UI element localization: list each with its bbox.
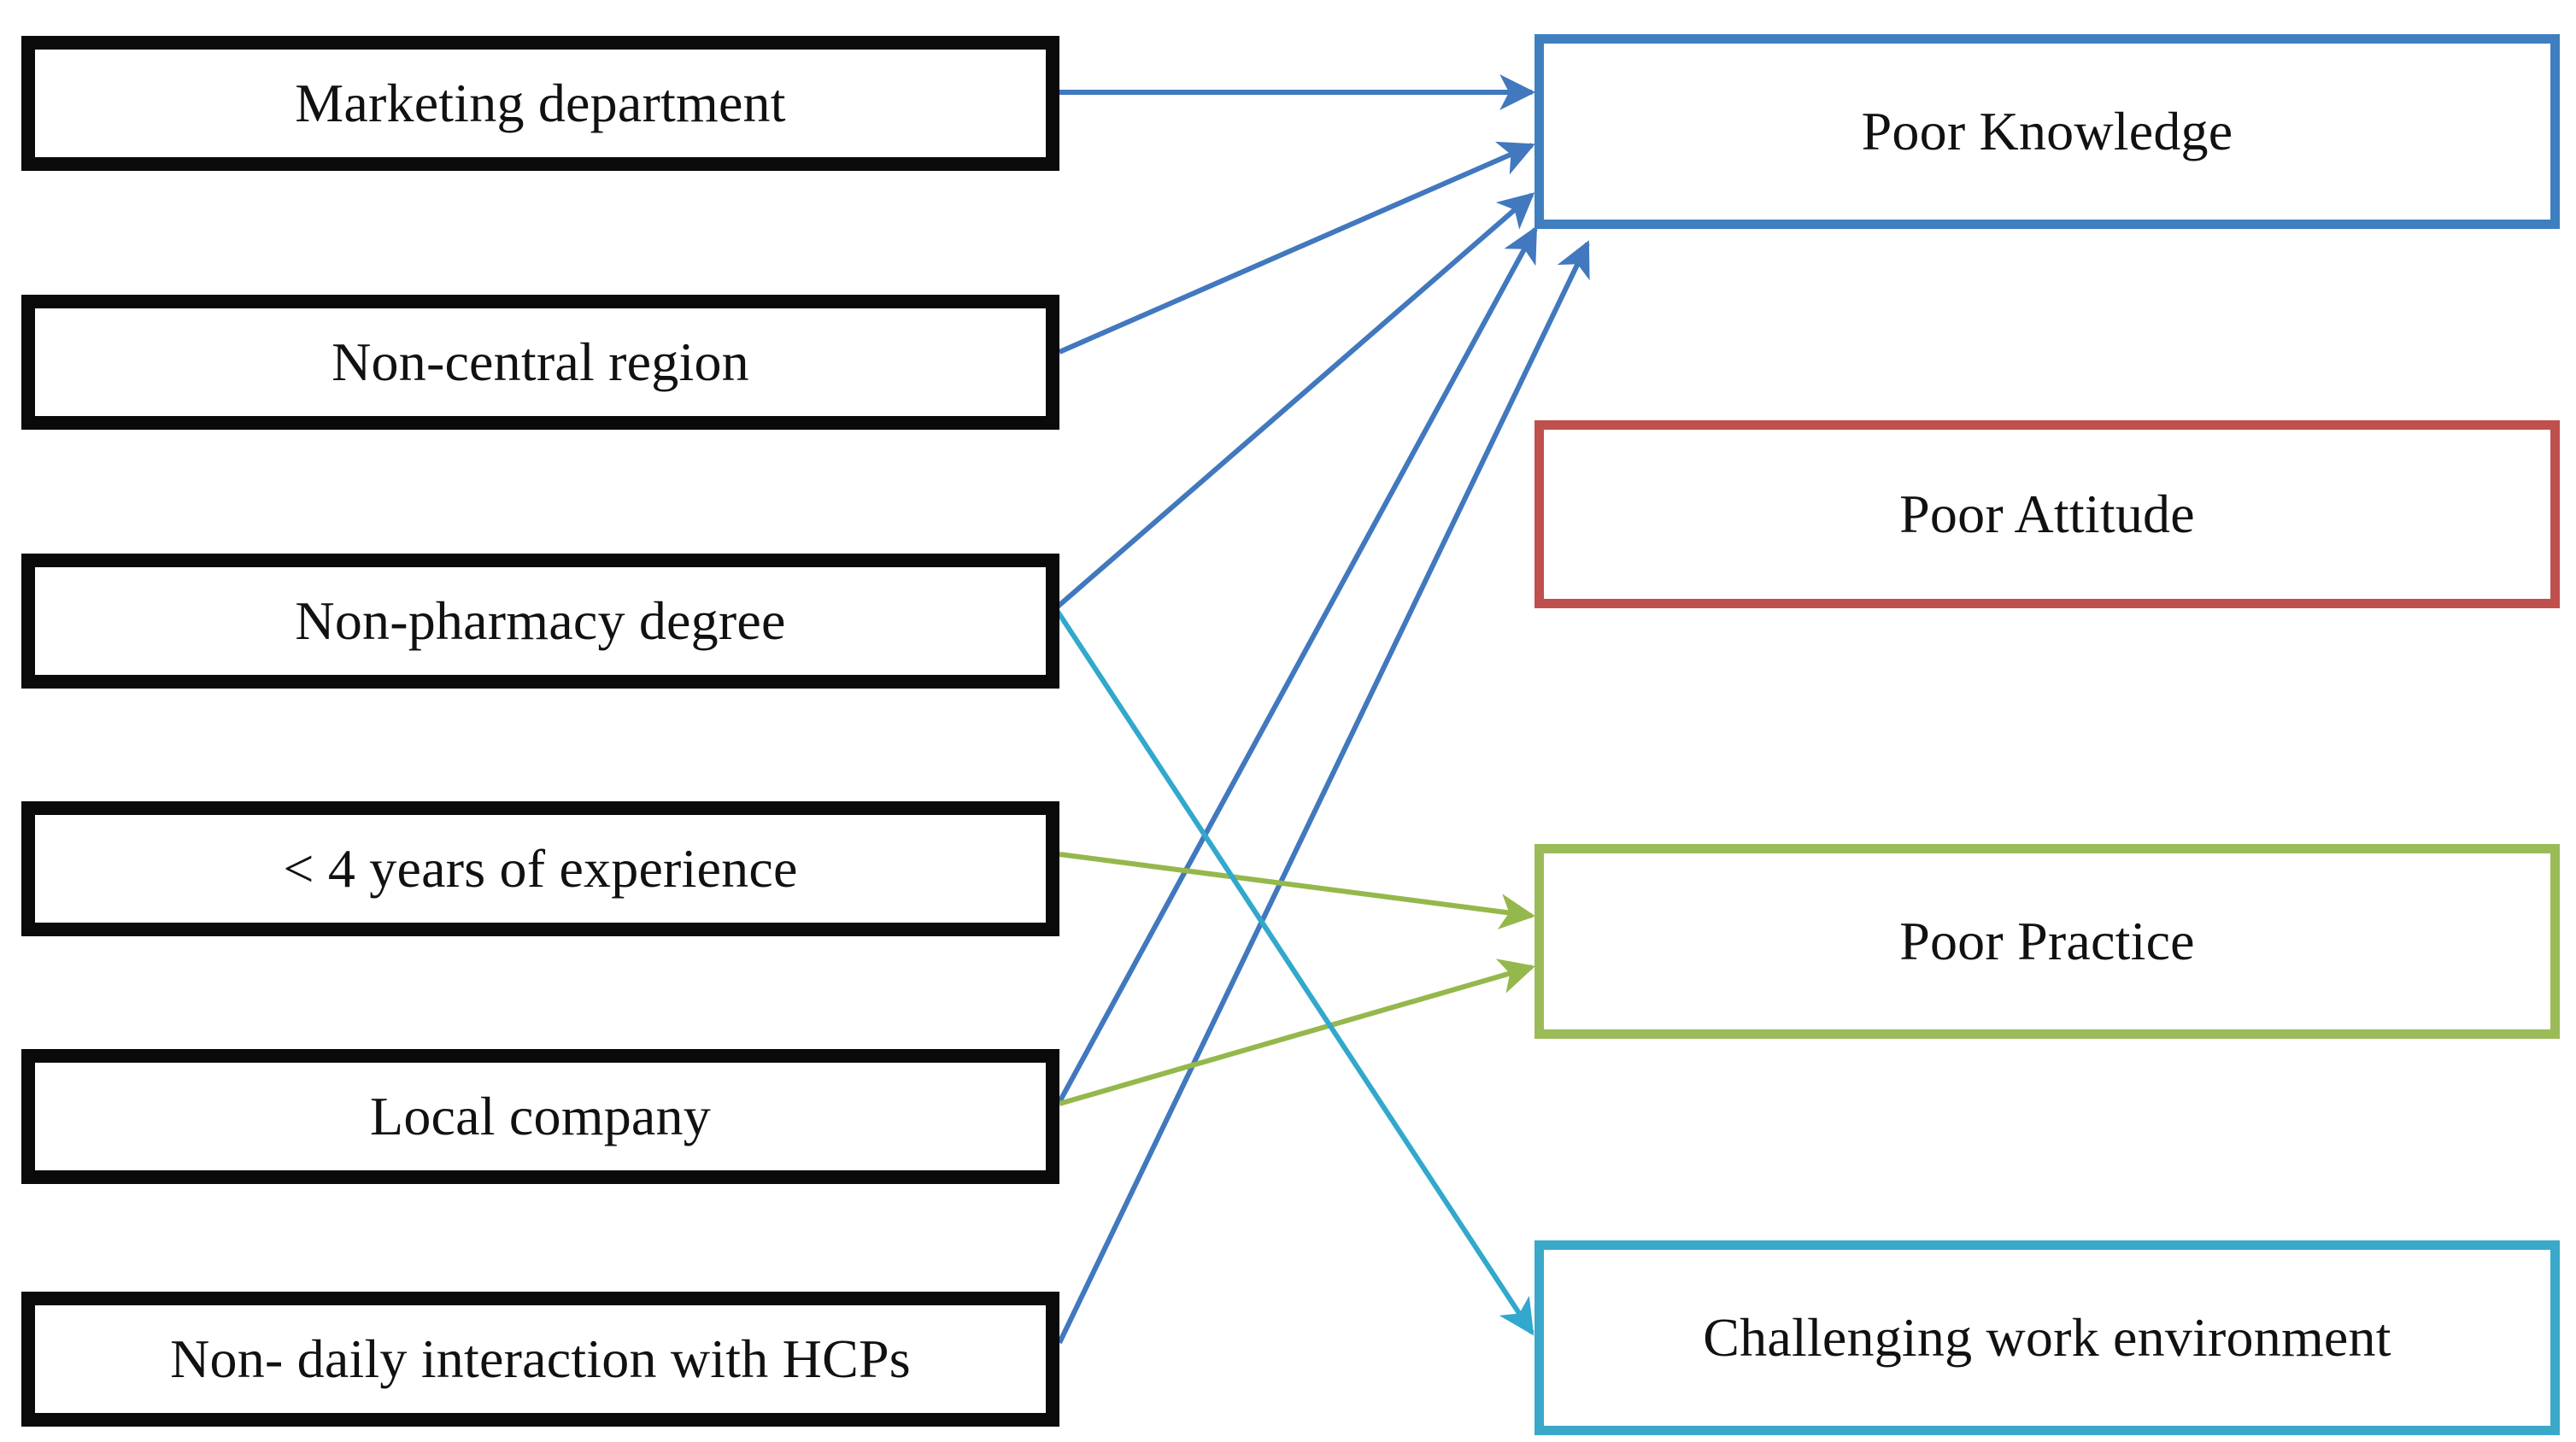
edge-degree-to-knowledge: [1056, 192, 1535, 609]
determinant-box-label: Non- daily interaction with HCPs: [170, 1328, 911, 1390]
outcome-box-label: Challenging work environment: [1703, 1307, 2391, 1369]
determinant-box-label: Local company: [370, 1086, 711, 1147]
edge-experience-to-practice: [1059, 852, 1536, 929]
determinant-box-label: Non-pharmacy degree: [295, 590, 786, 652]
outcome-box-label: Poor Knowledge: [1861, 101, 2233, 162]
edge-company-to-knowledge: [1057, 226, 1538, 1104]
edge-hcps-to-knowledge: [1057, 240, 1590, 1345]
outcome-box-attitude[interactable]: Poor Attitude: [1534, 420, 2560, 608]
edge-region-to-knowledge: [1058, 141, 1535, 355]
edge-degree-to-environment: [1055, 610, 1534, 1336]
determinant-box-region[interactable]: Non-central region: [21, 295, 1059, 430]
outcome-box-label: Poor Practice: [1899, 911, 2195, 972]
determinant-box-hcps[interactable]: Non- daily interaction with HCPs: [21, 1292, 1059, 1427]
edge-company-to-practice: [1059, 958, 1536, 1106]
determinant-box-label: Non-central region: [332, 331, 749, 393]
outcome-box-practice[interactable]: Poor Practice: [1534, 844, 2560, 1039]
outcome-box-environment[interactable]: Challenging work environment: [1534, 1240, 2560, 1435]
determinant-box-degree[interactable]: Non-pharmacy degree: [21, 554, 1059, 689]
determinant-box-label: Marketing department: [295, 73, 786, 134]
determinant-box-experience[interactable]: < 4 years of experience: [21, 801, 1059, 936]
outcome-box-label: Poor Attitude: [1899, 484, 2195, 545]
determinant-box-marketing[interactable]: Marketing department: [21, 36, 1059, 171]
outcome-box-knowledge[interactable]: Poor Knowledge: [1534, 34, 2560, 229]
determinant-box-company[interactable]: Local company: [21, 1049, 1059, 1184]
determinant-box-label: < 4 years of experience: [283, 838, 798, 900]
